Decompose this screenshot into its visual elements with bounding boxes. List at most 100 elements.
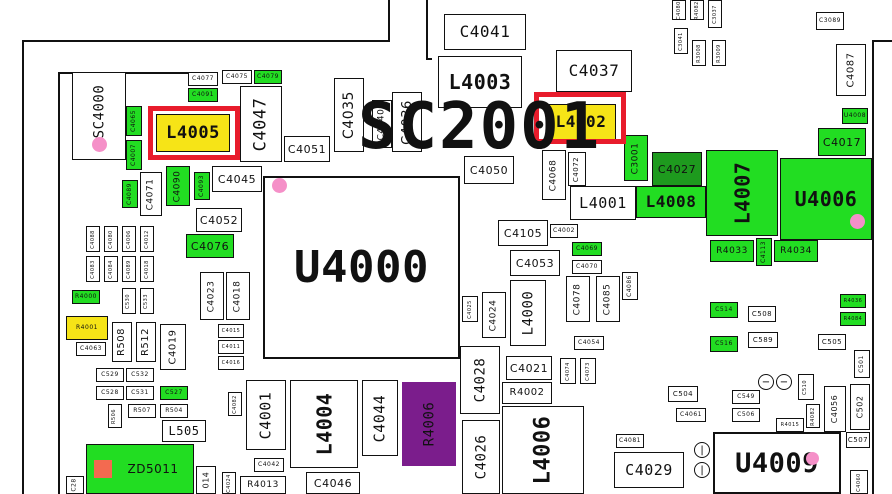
board-outline — [58, 72, 60, 494]
capacitor-c4091-label: C4091 — [192, 91, 214, 98]
resistor-r508-label: R508 — [116, 327, 128, 357]
capacitor-c4047: C4047 — [240, 86, 282, 162]
capacitor-c4029-label: C4029 — [625, 460, 673, 479]
capacitor-c4052-label: C4052 — [199, 213, 239, 227]
capacitor-c3001-label: C3001 — [630, 142, 641, 174]
capacitor-c4069-label: C4069 — [576, 245, 598, 252]
capacitor-c4001-label: C4001 — [256, 391, 275, 439]
inductor-l4007: L4007 — [706, 150, 778, 236]
small-part: C533 — [140, 288, 154, 314]
resistor-r4033: R4033 — [710, 240, 754, 262]
capacitor-c549-label: C549 — [737, 393, 755, 400]
resistor-r507: R507 — [128, 404, 156, 418]
capacitor-c4027: C4027 — [652, 152, 702, 186]
capacitor-c3089-label: C3089 — [819, 17, 841, 24]
capacitor-c4086: C4086 — [622, 272, 638, 300]
capacitor-c533-label: C533 — [143, 293, 150, 309]
small-part: R3008 — [692, 40, 706, 66]
capacitor-c510-label: C510 — [802, 379, 809, 395]
capacitor-c508-label: C508 — [751, 309, 773, 318]
capacitor-c4015-label: C4015 — [221, 327, 241, 334]
capacitor-c4044: C4044 — [362, 380, 398, 456]
capacitor-c4093-label: C4093 — [198, 175, 205, 197]
capacitor-c4037-label: C4037 — [568, 61, 620, 80]
capacitor-c504: C504 — [668, 386, 698, 402]
capacitor-c528: C528 — [96, 386, 124, 400]
capacitor-c4016: C4016 — [218, 356, 244, 370]
capacitor-c4113-label: C4113 — [760, 241, 767, 263]
capacitor-c589: C589 — [748, 332, 778, 348]
capacitor-c502-label: C502 — [855, 395, 865, 419]
ic-u4000: U4000 — [263, 176, 460, 359]
capacitor-c4051: C4051 — [284, 136, 330, 162]
inductor-l4000-label: L4000 — [520, 290, 536, 336]
capacitor-c4050: C4050 — [464, 156, 514, 184]
capacitor-c501: C501 — [854, 350, 870, 378]
capacitor-c4071: C4071 — [140, 172, 162, 216]
capacitor-c4025-label: C4025 — [466, 299, 473, 319]
inductor-l4001-label: L4001 — [579, 193, 627, 212]
capacitor-c4061-label: C4061 — [680, 411, 702, 418]
shield-can-sc2001: SC2001 — [358, 90, 602, 164]
resistor-r506-label: R506 — [111, 408, 118, 424]
capacitor-c532-label: C532 — [131, 371, 149, 378]
capacitor-c4074: C4074 — [560, 358, 576, 384]
inductor-l4006-label: L4006 — [529, 415, 555, 485]
capacitor-c4068: C4068 — [542, 150, 566, 200]
resistor-r4000-label: R4000 — [75, 293, 97, 300]
capacitor-c4070-label: C4070 — [576, 263, 598, 270]
capacitor-c4002: C4002 — [550, 224, 578, 238]
diode-zd5011-label: ZD5011 — [127, 462, 179, 476]
resistor-r504-label: R504 — [165, 407, 183, 414]
resistor-r4013: R4013 — [240, 476, 286, 494]
capacitor-c4021-label: C4021 — [509, 361, 549, 375]
capacitor-c4075-label: C4075 — [226, 73, 248, 80]
resistor-r4006-label: R4006 — [421, 401, 437, 447]
ic-u4008-label: U4008 — [843, 112, 867, 119]
capacitor-c4026-label: C4026 — [473, 434, 489, 480]
resistor-r4084-label: R4084 — [843, 315, 863, 322]
capacitor-c4045-label: C4045 — [217, 172, 257, 186]
capacitor-c4035: C4035 — [334, 78, 364, 152]
inductor-l4008-label: L4008 — [645, 192, 697, 211]
capacitor-c501-label: C501 — [858, 355, 865, 373]
capacitor-c4016-label: C4016 — [221, 359, 241, 366]
resistor-r4034-label: R4034 — [780, 245, 812, 256]
small-part: C4006 — [122, 226, 136, 252]
capacitor-c4071-label: C4071 — [145, 178, 156, 210]
capacitor-c4063: C4063 — [76, 342, 106, 356]
capacitor-c4019: C4019 — [160, 324, 186, 370]
pin1-marker — [92, 137, 107, 152]
capacitor-c549: C549 — [732, 390, 760, 404]
capacitor-c4087-label: C4087 — [845, 52, 856, 88]
capacitor-c4086-label: C4086 — [626, 275, 633, 297]
small-part: C4088 — [86, 226, 100, 252]
capacitor-c4053: C4053 — [510, 250, 560, 276]
capacitor-c4028: C4028 — [460, 346, 500, 414]
capacitor-c4042: C4042 — [254, 458, 284, 472]
small-part: C3037 — [708, 0, 722, 28]
capacitor-c4081: C4081 — [616, 434, 644, 448]
ic-u4009-label: U4009 — [735, 447, 819, 479]
board-outline — [872, 40, 874, 494]
capacitor-c4078-label: C4078 — [572, 283, 583, 315]
resistor-r4034: R4034 — [774, 240, 818, 262]
capacitor-c4047-label: C4047 — [250, 97, 271, 151]
capacitor-c507: C507 — [846, 432, 870, 448]
capacitor-c4054: C4054 — [574, 336, 604, 350]
resistor-r4015: R4015 — [776, 418, 804, 432]
resistor-r4084: R4084 — [840, 312, 866, 326]
ic-u4006-label: U4006 — [794, 187, 858, 211]
inductor-l505-label: L505 — [168, 424, 200, 438]
pin1-marker — [850, 214, 865, 229]
resistor-r4013-label: R4013 — [247, 479, 279, 490]
resistor-r4015-label: R4015 — [780, 421, 800, 428]
capacitor-c4056: C4056 — [824, 386, 846, 432]
capacitor-c4027-label: C4027 — [657, 162, 697, 176]
capacitor-c516-label: C516 — [715, 340, 733, 347]
capacitor-c4075: C4075 — [222, 70, 252, 84]
board-outline — [872, 40, 892, 42]
capacitor-c527-label: C527 — [165, 389, 183, 396]
ic-u4000-label: U4000 — [294, 241, 429, 293]
test-point: | — [694, 462, 710, 478]
